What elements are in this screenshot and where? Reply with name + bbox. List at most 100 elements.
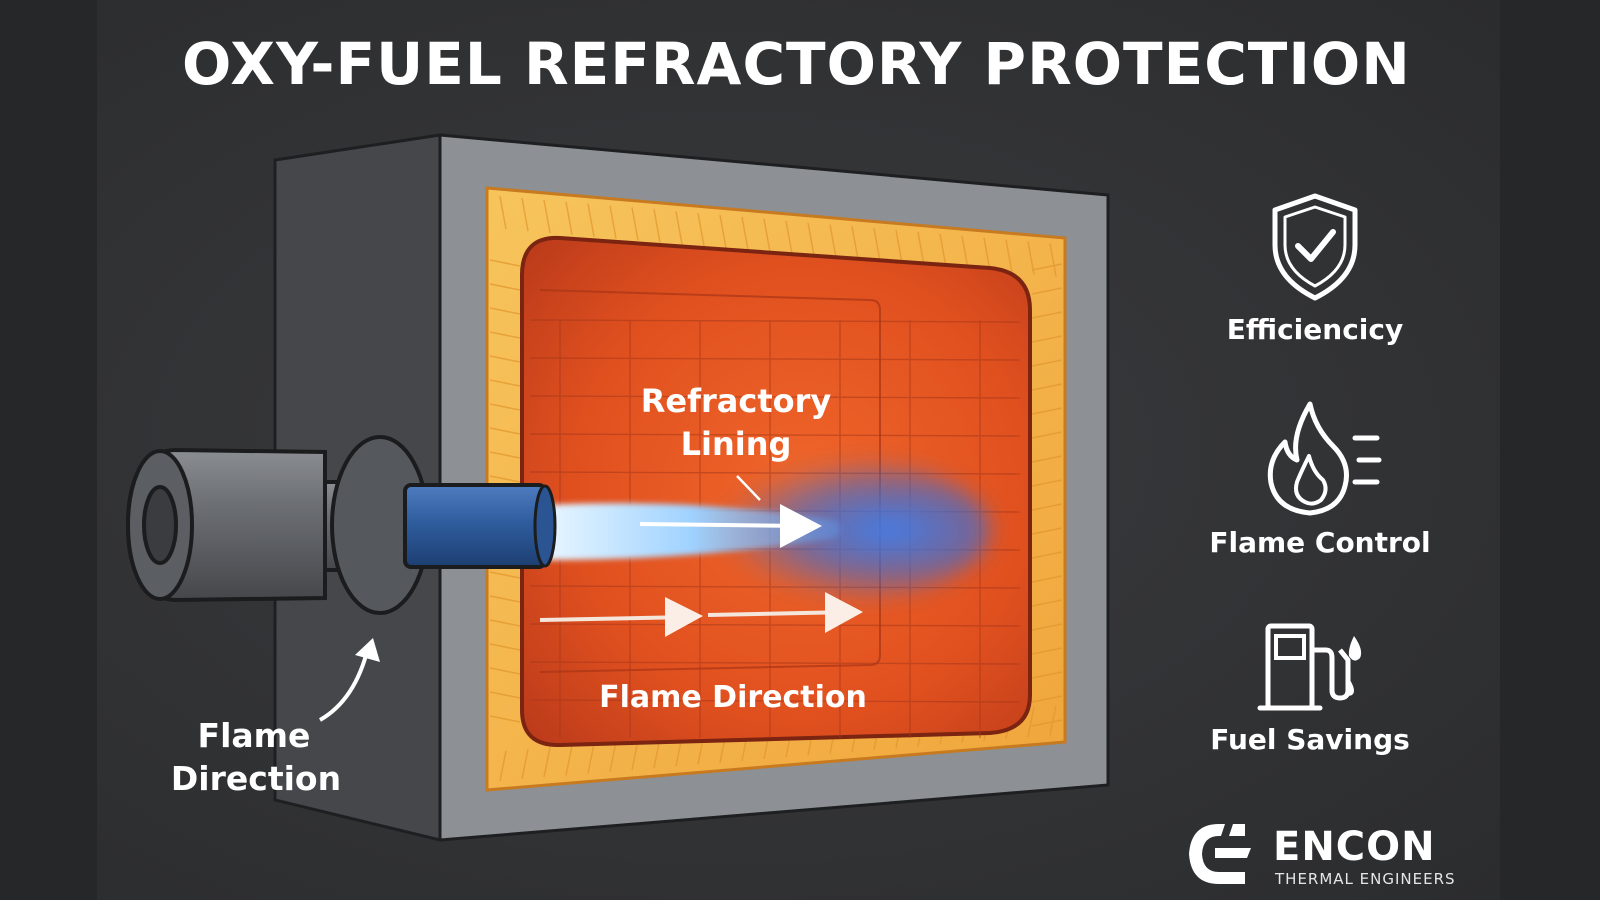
insulation-hatch-line xyxy=(489,451,521,459)
flame-icon xyxy=(1267,401,1382,516)
burner-nozzle xyxy=(403,483,547,569)
insulation-hatch-line xyxy=(631,739,639,771)
flame-direction-inner-label: Flame Direction xyxy=(599,680,867,715)
insulation-hatch-line xyxy=(719,214,727,249)
insulation-hatch-line xyxy=(1031,671,1063,679)
insulation-hatch-line xyxy=(489,283,521,291)
flame-direction-outer-label-line2: Direction xyxy=(171,759,341,798)
insulation-hatch-line xyxy=(489,715,521,723)
insulation-hatch-line xyxy=(489,691,521,699)
insulation-hatch-line xyxy=(829,224,837,258)
insulation-hatch-line xyxy=(489,355,521,363)
insulation-hatch-line xyxy=(1031,479,1063,487)
brick-course-line xyxy=(529,319,1021,323)
insulation-hatch-line xyxy=(675,211,683,245)
flame-arrow-main xyxy=(639,522,806,528)
insulation-hatch-line xyxy=(565,745,573,776)
insulation-hatch-line xyxy=(1031,287,1063,295)
pointer-line xyxy=(736,475,761,501)
feature-efficiency: Efficiencicy xyxy=(1185,190,1445,346)
brand-logo: ENCON THERMAL ENGINEERS xyxy=(1185,820,1475,890)
outer-curved-arrow xyxy=(318,647,370,722)
insulation-hatch-line xyxy=(1049,705,1057,736)
shield-check-icon xyxy=(1272,193,1358,301)
feature-fuel-savings: Fuel Savings xyxy=(1180,620,1440,756)
brick-course-line xyxy=(529,661,1021,665)
insulation-hatch-line xyxy=(489,307,521,315)
insulation-hatch-line xyxy=(895,230,903,264)
insulation-hatch-line xyxy=(587,203,595,237)
flame-direction-outer-label-line1: Flame xyxy=(198,716,311,755)
insulation-hatch-line xyxy=(939,233,947,268)
insulation-hatch-line xyxy=(489,643,521,651)
insulation-hatch-line xyxy=(1005,239,1013,273)
insulation-hatch-line xyxy=(543,747,551,778)
brick-course-line xyxy=(529,699,1021,703)
insulation-hatch-line xyxy=(1031,455,1063,463)
brand-tagline: THERMAL ENGINEERS xyxy=(1275,870,1456,888)
insulation-hatch-line xyxy=(917,231,925,266)
nozzle-tip xyxy=(533,484,557,568)
diagram-stage: Refractory Lining Flame Direction Flame … xyxy=(97,0,1500,900)
insulation-hatch-line xyxy=(1031,575,1063,583)
insulation-hatch-line xyxy=(489,619,521,627)
insulation-hatch-line xyxy=(489,259,521,267)
insulation-hatch-line xyxy=(1031,431,1063,439)
insulation-hatch-line xyxy=(1031,335,1063,343)
insulation-hatch-line xyxy=(489,403,521,411)
outer-curved-arrow-head xyxy=(355,638,380,662)
insulation-hatch-line xyxy=(1031,719,1063,727)
insulation-hatch-line xyxy=(1031,647,1063,655)
fuel-pump-icon xyxy=(1257,623,1362,711)
brick-course-line xyxy=(529,623,1021,627)
insulation-hatch-line xyxy=(587,743,595,774)
insulation-hatch-line xyxy=(489,379,521,387)
feature-efficiency-label: Efficiencicy xyxy=(1226,313,1404,346)
lower-arrow-1-head xyxy=(665,597,703,637)
insulation-hatch-line xyxy=(741,216,749,251)
insulation-hatch-line xyxy=(785,220,793,254)
insulation-hatch-line xyxy=(1031,623,1063,631)
brand-name: ENCON xyxy=(1273,824,1436,870)
insulation-hatch-line xyxy=(1031,551,1063,559)
right-margin-band xyxy=(1500,0,1600,900)
insulation-hatch-line xyxy=(489,571,521,579)
left-margin-band xyxy=(0,0,97,900)
brick-course-line xyxy=(529,357,1021,361)
insulation-hatch-line xyxy=(489,595,521,603)
furnace-diagram: Refractory Lining Flame Direction Flame … xyxy=(125,133,1110,842)
insulation-hatch-line xyxy=(489,427,521,435)
insulation-hatch-line xyxy=(851,226,859,260)
insulation-hatch-line xyxy=(1031,263,1063,271)
insulation-hatch-line xyxy=(1027,241,1035,275)
insulation-hatch-line xyxy=(1031,695,1063,703)
flame-core xyxy=(545,503,840,560)
insulation-hatch-line xyxy=(1031,407,1063,415)
insulation-hatch-line xyxy=(873,228,881,262)
brick-course-line xyxy=(529,395,1021,399)
insulation-hatch-line xyxy=(763,218,771,252)
insulation-hatch-line xyxy=(1031,599,1063,607)
insulation-hatch-line xyxy=(489,475,521,483)
insulation-hatch-line xyxy=(1031,359,1063,367)
insulation-hatch-line xyxy=(609,205,617,239)
insulation-hatch-line xyxy=(697,213,705,247)
insulation-hatch-line xyxy=(489,331,521,339)
insulation-hatch-line xyxy=(521,748,529,780)
insulation-hatch-line xyxy=(1027,706,1035,738)
flame-arrow-main-head xyxy=(780,504,822,548)
burner-rear-bore xyxy=(142,485,178,565)
refractory-lining-label-line2: Lining xyxy=(681,425,792,463)
insulation-hatch-line xyxy=(609,741,617,772)
insulation-hatch-line xyxy=(1031,503,1063,511)
lower-arrow-2-head xyxy=(825,592,863,633)
brick-course-line xyxy=(529,433,1021,437)
insulation-hatch-line xyxy=(543,199,551,234)
insulation-hatch-line xyxy=(1031,311,1063,319)
insulation-hatch-line xyxy=(653,209,661,243)
insulation-hatch-line xyxy=(521,197,529,232)
insulation-hatch-line xyxy=(961,235,969,269)
feature-flame-control-label: Flame Control xyxy=(1209,526,1431,559)
feature-flame-control: Flame Control xyxy=(1190,398,1450,559)
feature-fuel-savings-label: Fuel Savings xyxy=(1210,723,1410,756)
